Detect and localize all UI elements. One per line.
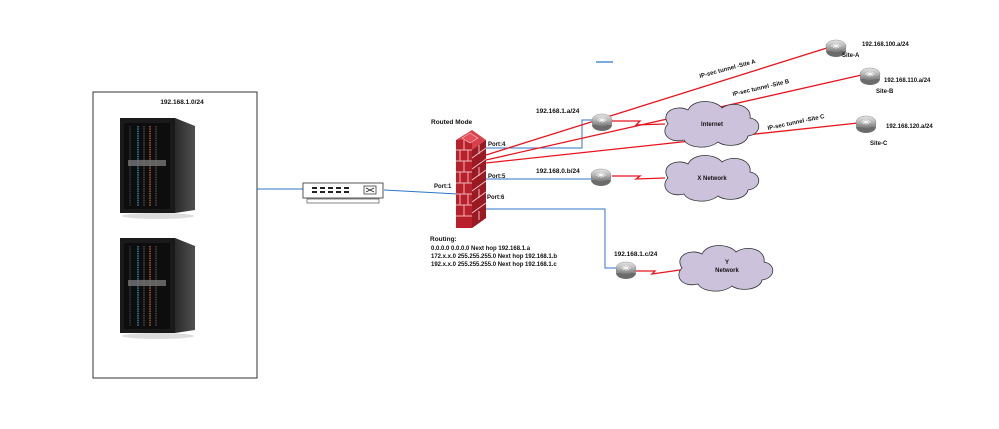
routed-mode-label: Routed Mode [431,119,473,126]
site-a-subnet: 192.168.100.a/24 [862,42,909,48]
site-b-router-icon [859,67,881,86]
route-entry: 172.x.x.0 255.255.255.0 Next hop 192.168… [431,254,557,260]
server-rack-icon [119,237,196,340]
switch-firewall-link [383,189,459,195]
site-a-name: Site-A [842,53,860,59]
x-network-cloud: X Network [664,155,760,202]
tunnel-line-site-a [485,46,831,156]
route-entry: 192.x.x.0 255.255.255.0 Next hop 192.168… [431,262,557,268]
site-c-subnet: 192.168.120.a/24 [886,124,933,130]
internet-cloud: Internet [664,101,760,148]
site-b-name: Site-B [876,89,894,95]
x-network-label: X Network [697,176,727,182]
port-1-label: Port:1 [434,184,452,190]
wan-link-internet [612,120,666,126]
server-rack-icon [119,117,196,220]
x-network-router-icon [590,168,612,187]
lan-subnet-label: 192.168.1.0/24 [160,99,204,106]
site-c-router-icon [855,115,877,134]
y-router-subnet: 192.168.1.c/24 [614,251,658,258]
y-network-label-line1: Y [725,260,729,266]
tunnel-line-site-c [485,122,859,164]
lan-boundary-box [92,91,258,379]
port-5-label: Port:5 [488,174,506,180]
x-router-subnet: 192.168.0.b/24 [536,168,580,175]
site-b-subnet: 192.168.110.a/24 [884,78,931,84]
y-network-router-icon [615,261,637,280]
firewall-icon [456,130,487,228]
port-4-label: Port:4 [488,142,506,148]
network-switch-icon [302,182,384,204]
internet-router-icon [591,113,613,132]
tunnel-label-site-b: IP-sec tunnel -Site B [732,79,791,98]
internet-router-subnet: 192.168.1.a/24 [536,108,580,115]
port-6-label: Port:6 [487,195,505,201]
routing-table: Routing: 0.0.0.0 0.0.0.0 Next hop 192.16… [430,236,557,268]
port6-link [486,208,617,269]
site-c-name: Site-C [870,141,888,147]
tunnel-label-site-a: IP-sec tunnel -Site A [699,59,757,80]
port4-link [486,119,593,149]
y-network-label-line2: Network [715,268,739,274]
wan-link-y-network [636,269,681,275]
wan-link-x-network [612,175,666,180]
internet-label: Internet [701,122,723,128]
routing-title: Routing: [430,236,457,243]
y-network-cloud: Y Network [678,245,774,292]
route-entry: 0.0.0.0 0.0.0.0 Next hop 192.168.1.a [431,246,531,252]
